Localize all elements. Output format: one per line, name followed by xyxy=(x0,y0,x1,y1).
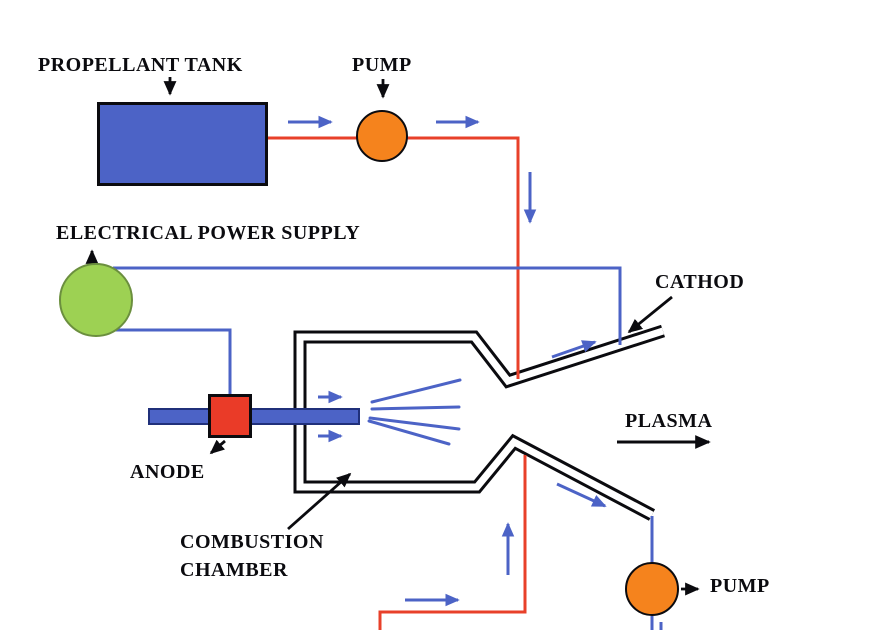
wire-power-to-anode xyxy=(111,328,232,395)
propellant-pipe-lower xyxy=(378,455,527,630)
cathode-pointer-arrow xyxy=(627,295,673,334)
arc-discharge-line-1 xyxy=(370,378,462,404)
anode-block xyxy=(208,394,252,438)
propellant-pipe-upper xyxy=(265,136,520,379)
combustion-chamber-label-line1: COMBUSTION xyxy=(180,531,324,553)
flow-arrow-nozzle-lower-wall xyxy=(556,482,607,508)
arc-discharge-line-2 xyxy=(370,405,461,411)
electrical-power-supply-circle xyxy=(59,263,133,337)
propellant-tank xyxy=(97,102,268,186)
propellant-tank-label: PROPELLANT TANK xyxy=(38,54,243,76)
power-supply-label: ELECTRICAL POWER SUPPLY xyxy=(56,222,361,244)
pump-bottom-circle xyxy=(625,562,679,616)
anode-electrode-bar xyxy=(148,408,360,425)
combustion-chamber-pointer-arrow xyxy=(287,472,352,531)
wire-power-to-cathode xyxy=(113,266,622,345)
anode-label: ANODE xyxy=(130,461,205,483)
pump-top-circle xyxy=(356,110,408,162)
arc-discharge-line-4 xyxy=(367,419,451,446)
pump-top-label: PUMP xyxy=(352,54,412,76)
pump-bottom-label: PUMP xyxy=(710,575,770,597)
arc-discharge-line-3 xyxy=(368,416,461,431)
flow-arrow-nozzle-upper-wall xyxy=(551,340,597,359)
plasma-label: PLASMA xyxy=(625,410,713,432)
cathode-label: CATHOD xyxy=(655,271,745,293)
anode-pointer-arrow xyxy=(209,439,226,455)
combustion-chamber-label-line2: CHAMBER xyxy=(180,559,288,581)
